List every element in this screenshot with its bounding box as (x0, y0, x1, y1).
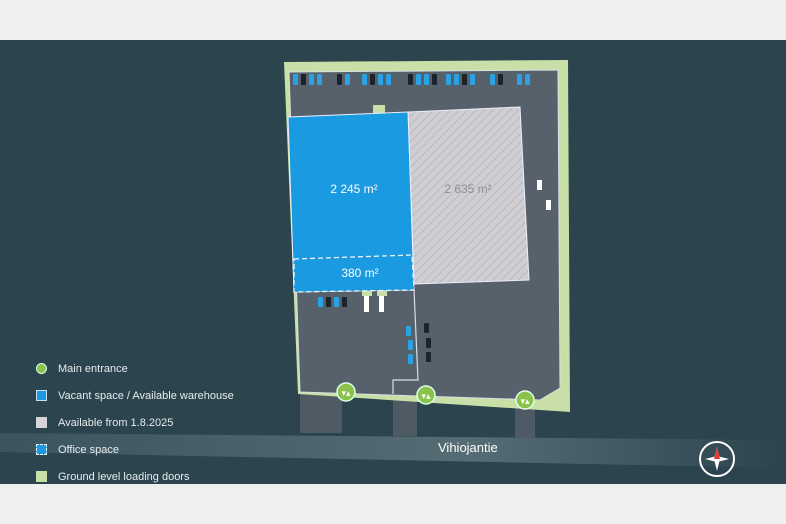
loading-door (377, 288, 387, 296)
compass-icon (699, 441, 735, 477)
legend: Main entrance Vacant space / Available w… (36, 355, 234, 490)
car (309, 74, 314, 85)
driveway (515, 400, 535, 438)
car (301, 74, 306, 85)
car (490, 74, 495, 85)
legend-item-vacant: Vacant space / Available warehouse (36, 382, 234, 409)
driveway (393, 396, 417, 436)
main-entrance-icon[interactable]: ▾▴ (416, 385, 436, 405)
road-name: Vihiojantie (438, 440, 498, 455)
vacant-swatch-icon (36, 390, 47, 401)
svg-text:▾▴: ▾▴ (520, 396, 530, 406)
warehouse-available-area: 2 245 m² (330, 182, 377, 196)
car (454, 74, 459, 85)
lot-divider (392, 289, 419, 394)
truck (546, 200, 551, 210)
truck (364, 296, 369, 312)
office-space (293, 254, 415, 293)
car (517, 74, 522, 85)
svg-text:▾▴: ▾▴ (341, 388, 351, 398)
car (362, 74, 367, 85)
site-map: 2 245 m² 2 635 m² 380 m² ▾▴ ▾▴ ▾▴ Vihioj… (0, 40, 786, 484)
legend-label: Office space (58, 443, 119, 456)
legend-item-entrance: Main entrance (36, 355, 234, 382)
car (293, 74, 298, 85)
future-swatch-icon (36, 417, 47, 428)
legend-item-loading: Ground level loading doors (36, 463, 234, 490)
car (386, 74, 391, 85)
car (498, 74, 503, 85)
site-plan: 2 245 m² 2 635 m² 380 m² ▾▴ ▾▴ ▾▴ (0, 60, 786, 477)
car (408, 354, 413, 364)
car (525, 74, 530, 85)
car (432, 74, 437, 85)
legend-label: Main entrance (58, 362, 128, 375)
car (342, 297, 347, 307)
truck (537, 180, 542, 190)
car (317, 74, 322, 85)
car (406, 326, 411, 336)
legend-label: Vacant space / Available warehouse (58, 389, 234, 402)
loading-swatch-icon (36, 471, 47, 482)
driveway (300, 393, 342, 433)
loading-door (373, 105, 385, 113)
office-area: 380 m² (341, 266, 378, 280)
car (370, 74, 375, 85)
car (462, 74, 467, 85)
main-entrance-icon[interactable]: ▾▴ (336, 382, 356, 402)
car (345, 74, 350, 85)
car (424, 323, 429, 333)
car (470, 74, 475, 85)
legend-item-future: Available from 1.8.2025 (36, 409, 234, 436)
car (337, 74, 342, 85)
car (408, 340, 413, 350)
car (446, 74, 451, 85)
truck (379, 296, 384, 312)
warehouse-future-area: 2 635 m² (444, 182, 491, 196)
car (426, 338, 431, 348)
main-entrance-icon[interactable]: ▾▴ (515, 390, 535, 410)
entrance-icon (36, 363, 47, 374)
svg-text:▾▴: ▾▴ (421, 391, 431, 401)
parking-cars (293, 74, 551, 364)
car (334, 297, 339, 307)
car (416, 74, 421, 85)
car (378, 74, 383, 85)
car (408, 74, 413, 85)
car (318, 297, 323, 307)
legend-label: Ground level loading doors (58, 470, 190, 483)
car (326, 297, 331, 307)
office-swatch-icon (36, 444, 47, 455)
loading-door (362, 288, 372, 296)
car (426, 352, 431, 362)
legend-label: Available from 1.8.2025 (58, 416, 174, 429)
legend-item-office: Office space (36, 436, 234, 463)
car (424, 74, 429, 85)
road (0, 433, 786, 468)
